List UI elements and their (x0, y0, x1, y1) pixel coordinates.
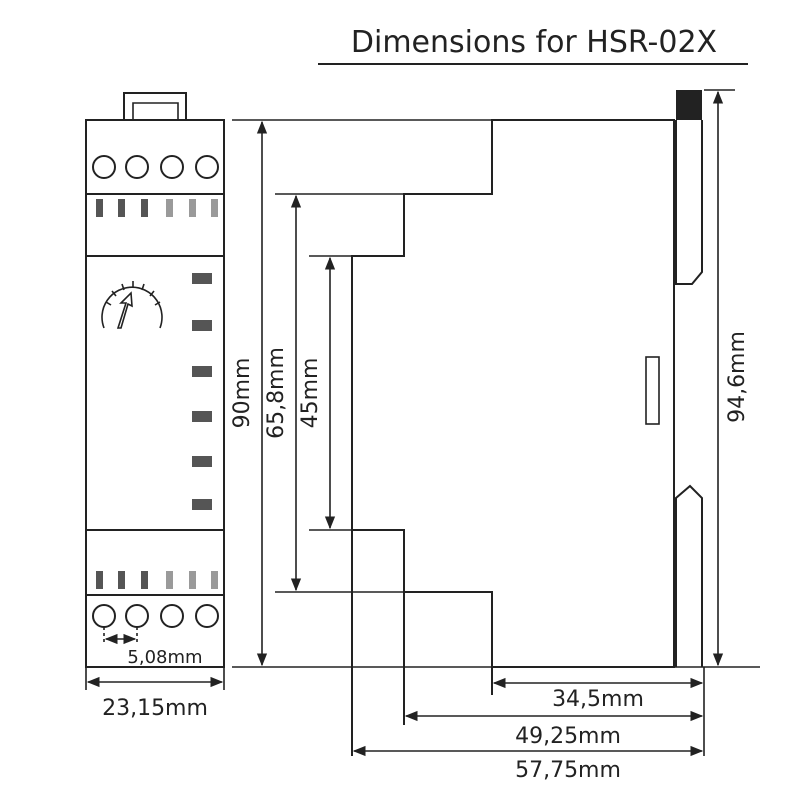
depth-front-label: 34,5mm (552, 687, 644, 712)
terminal-pitch-label: 5,08mm (127, 647, 202, 668)
page-title: Dimensions for HSR-02X (351, 25, 717, 60)
rail-slot (645, 356, 660, 425)
side-view: 90mm 65,8mm 45mm 94,6mm 34,5mm 49,25mm 5… (230, 89, 760, 783)
top-terminal-marks (96, 199, 218, 217)
bottom-terminal-marks (96, 571, 218, 589)
front-view: 5,08mm 23,15mm (85, 92, 225, 721)
height-inner-label: 45mm (298, 358, 323, 429)
top-terminal-screws (92, 155, 219, 179)
depth-mid-label: 49,25mm (515, 724, 621, 749)
depth-total-label: 57,75mm (515, 758, 621, 783)
width-label: 23,15mm (102, 696, 208, 721)
height-mid-label: 65,8mm (264, 347, 289, 439)
height-total-label: 90mm (230, 358, 255, 429)
potentiometer-dial-icon (101, 281, 163, 329)
front-housing (85, 119, 225, 668)
height-rail-label: 94,6mm (725, 331, 750, 423)
top-clip (123, 92, 187, 120)
bottom-terminal-screws (92, 604, 219, 628)
status-led-column (192, 273, 212, 510)
side-profile (351, 119, 675, 668)
din-rail-clip (645, 90, 703, 667)
